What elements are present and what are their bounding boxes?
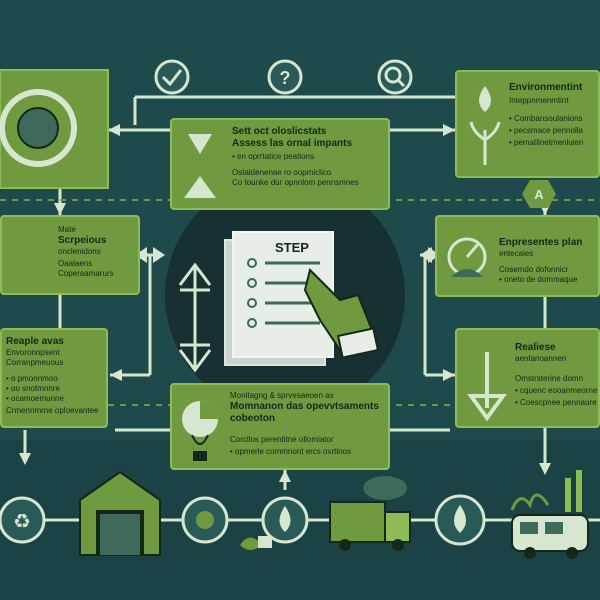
realiese-line-3: • cquenc eooanmeorne <box>515 386 598 395</box>
structure-line-1: onclenidons <box>58 247 101 256</box>
van-icon <box>510 470 589 559</box>
empresentes-line-1: entecaies <box>499 249 534 258</box>
water-drop-icon-2 <box>434 494 486 546</box>
environmental-title: Environmentint <box>509 82 583 93</box>
environment-left-line-5: • ocamoemunne <box>6 394 64 403</box>
environmental-line-2: • Combansoulanions <box>509 114 583 123</box>
svg-text:♻: ♻ <box>13 511 31 533</box>
monitoring-title: Monitagng & sprvesaeoen as <box>230 391 334 400</box>
realiese-line-1: aentanoannen <box>515 354 567 363</box>
empresentes-title: Enpresentes plan <box>499 237 583 248</box>
box-environment-left: Reaple avas Envoronnpsent Corranpmeuous … <box>0 328 108 428</box>
box-environmental: Environmentint Inteppnmenmtint • Combans… <box>455 70 600 178</box>
environmental-line-1: Inteppnmenmtint <box>509 96 569 105</box>
empresentes-line-2: Cosemdo dofonnicr <box>499 265 569 274</box>
drop-plant-icon <box>469 86 501 165</box>
environmental-line-4: • pematlinetmenluien <box>509 138 584 147</box>
environment-left-line-6: Crmennmrne oploevantee <box>6 406 99 415</box>
monitoring-line-2: • opmerle commnont ercs oxrtinos <box>230 447 352 456</box>
leaf-icon <box>240 536 272 550</box>
assess-title: Assess las ornal impants <box>232 138 353 149</box>
lightbulb-icon <box>182 401 218 461</box>
center-step-label: STEP <box>275 240 309 255</box>
box-assess-impacts: Sett oct oloslicstats Assess las ornal i… <box>170 118 390 210</box>
warehouse-icon <box>79 470 161 556</box>
monitoring-heading: Momnanon das opevvtsaments <box>230 401 379 412</box>
gear-icon <box>181 496 229 544</box>
check-icon <box>154 59 190 95</box>
recycle-globe-icon <box>0 69 109 189</box>
assess-line-1: • en oprrtatice peations <box>232 152 314 161</box>
svg-text:A: A <box>534 187 544 202</box>
environment-left-line-3: • o pmonnmoo <box>6 374 58 383</box>
document-icon <box>224 231 334 366</box>
environment-left-line-1: Envoronnpsent <box>6 348 60 357</box>
magnifier-icon <box>377 59 413 95</box>
environment-left-line-2: Corranpmeuous <box>6 358 64 367</box>
truck-icon <box>329 476 411 551</box>
sun-landscape-icon <box>447 237 487 277</box>
assess-heading: Sett oct oloslicstats <box>232 126 327 137</box>
realiese-line-2: Omstrsterine domn <box>515 374 584 383</box>
box-monitoring: Monitagng & sprvesaeoen as Momnanon das … <box>170 383 390 470</box>
letter-badge: A <box>522 180 556 208</box>
structure-title: Scrpeious <box>58 235 107 246</box>
assess-line-3: Co tounke dur opnnlom pennsmnes <box>232 178 359 187</box>
box-empresentes: Enpresentes plan entecaies Cosemdo dofon… <box>435 215 600 297</box>
environmental-line-3: • pecsmace pennolla <box>509 126 583 135</box>
down-arrow-icon <box>467 352 507 422</box>
environment-left-line-4: • oo snotmnnre <box>6 384 60 393</box>
assess-line-2: Ostaldenenae ro oopmiclico <box>232 168 332 177</box>
structure-prefix: Mate <box>58 225 76 234</box>
box-realiese: Realiese aentanoannen Omstrsterine domn … <box>455 328 600 428</box>
water-drop-icon <box>261 496 309 544</box>
realiese-title: Realiese <box>515 342 556 353</box>
realiese-line-4: • Coescpnee pennaure <box>515 398 597 407</box>
monitoring-sub: cobeoton <box>230 413 275 424</box>
structure-line-2: Oaalaens <box>58 259 93 268</box>
hand-icon <box>303 268 380 359</box>
box-structure: Mate Scrpeious onclenidons Oaalaens Cope… <box>0 215 140 295</box>
question-icon: ? <box>267 59 303 95</box>
svg-text:?: ? <box>280 68 291 88</box>
empresentes-line-3: • oneto de dommaque <box>499 275 578 284</box>
updown-arrow-icon <box>178 262 212 373</box>
structure-line-3: Coperaamarurs <box>58 269 114 278</box>
environment-left-title: Reaple avas <box>6 336 64 347</box>
recycle-icon: ♻ <box>0 496 46 544</box>
monitoring-line-1: Corcilos perentitne ollomiator <box>230 435 334 444</box>
triangle-leaf-icon <box>184 134 216 198</box>
